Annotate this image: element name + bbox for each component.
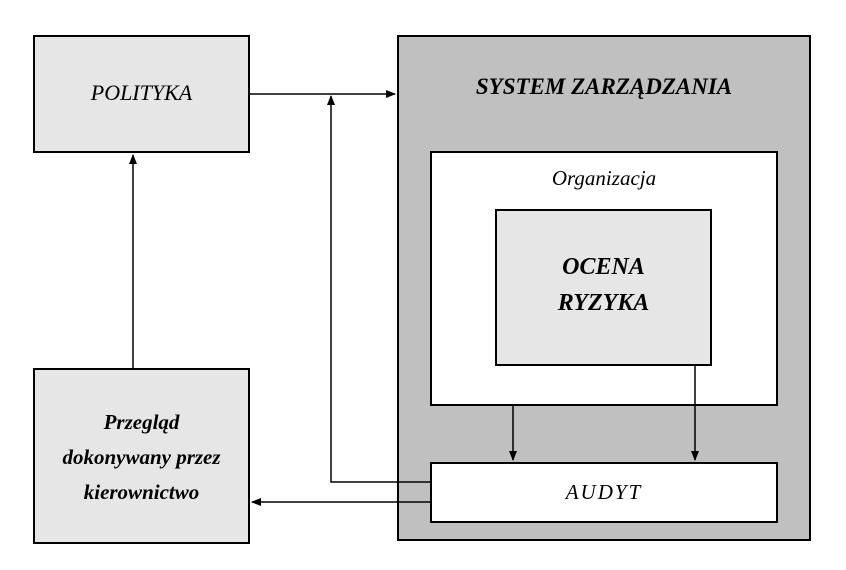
przeglad-label-line3: kierownictwo [83, 480, 200, 504]
polityka-box [33, 35, 250, 153]
przeglad-box [33, 368, 250, 544]
organizacja-label: Organizacja [551, 166, 657, 190]
ocena-ryzyka-label-line2: RYZYKA [557, 290, 650, 316]
audyt-label: AUDYT [565, 480, 643, 504]
system-zarzadzania-title: SYSTEM ZARZĄDZANIA [475, 74, 733, 99]
ocena-ryzyka-label-line1: OCENA [562, 254, 645, 280]
polityka-label: POLITYKA [90, 80, 193, 105]
przeglad-label-line1: Przegląd [103, 410, 180, 434]
audyt-box [430, 462, 778, 523]
przeglad-label-line2: dokonywany przez [62, 445, 221, 469]
arrow-audyt-feedback-up [327, 95, 430, 483]
ocena-ryzyka-box [495, 209, 712, 366]
